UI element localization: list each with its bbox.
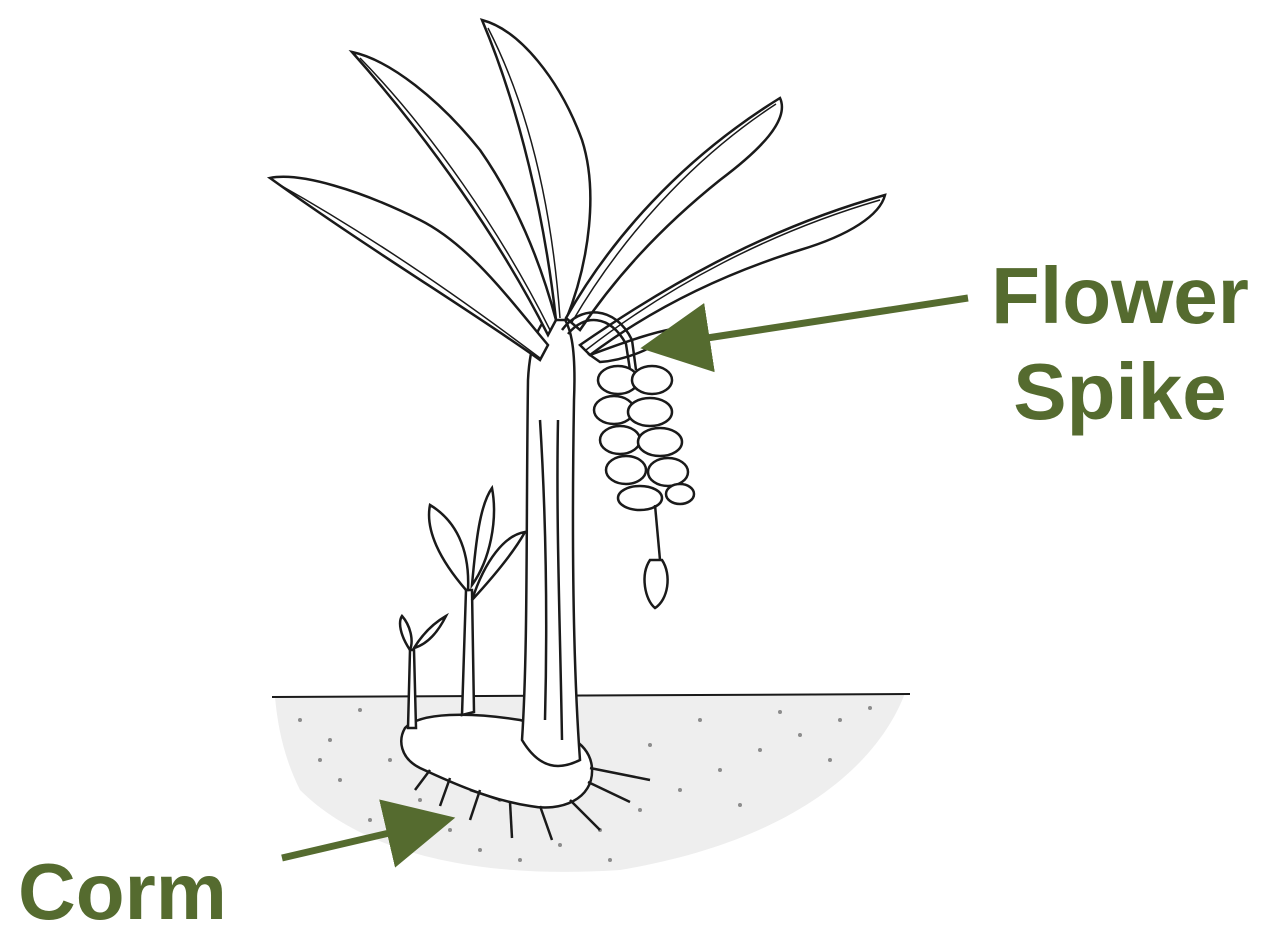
banana-bunch (594, 366, 694, 510)
flower-spike-label: Flower Spike (985, 248, 1255, 440)
suckers (400, 488, 525, 728)
leaves (270, 20, 885, 362)
flower-spike-arrow (668, 298, 968, 344)
flower-spike-label-line2: Spike (985, 344, 1255, 440)
pseudostem (522, 310, 580, 766)
corm-label: Corm (18, 852, 227, 932)
flower-spike (562, 312, 694, 608)
flower-spike-label-line1: Flower (985, 248, 1255, 344)
